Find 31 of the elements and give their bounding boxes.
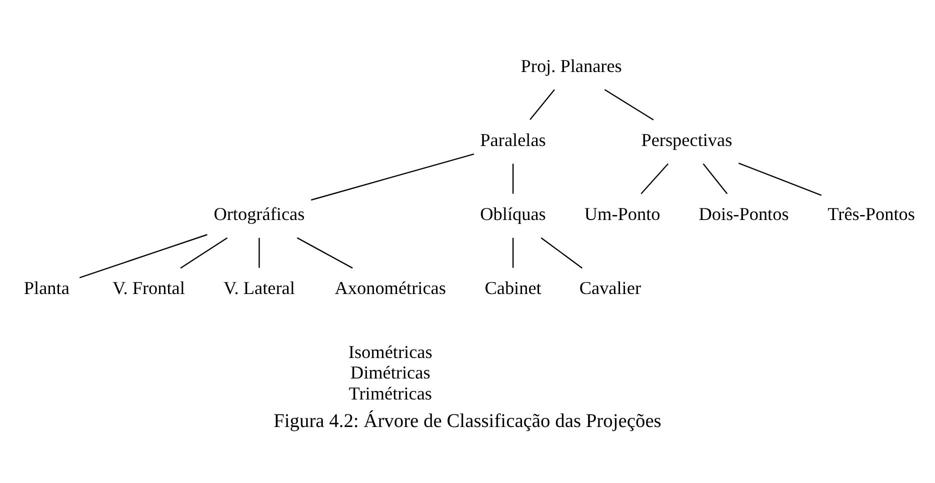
- connector: [512, 163, 514, 194]
- connector: [296, 236, 353, 268]
- node-text: V. Frontal: [112, 278, 185, 298]
- connector: [310, 152, 474, 200]
- node-text: Cabinet: [484, 278, 542, 298]
- node-text: Perspectivas: [641, 130, 732, 150]
- connector: [512, 237, 514, 268]
- label: Dimétricas: [350, 362, 430, 382]
- node-text: V. Lateral: [223, 278, 295, 298]
- node-text: Paralelas: [480, 130, 546, 150]
- connector: [180, 236, 228, 268]
- node-text: Cavalier: [579, 278, 642, 298]
- connector: [604, 88, 654, 120]
- connector: [702, 162, 728, 194]
- connector: [258, 237, 260, 268]
- label: Trimétricas: [348, 382, 432, 403]
- connector: [79, 234, 208, 278]
- node-text: Dois-Pontos: [698, 204, 789, 224]
- node-text: Um-Ponto: [584, 204, 660, 224]
- connector: [738, 162, 822, 196]
- node-text: Ortográficas: [214, 204, 305, 224]
- connector: [540, 236, 583, 268]
- node-text: Axonométricas: [334, 278, 446, 298]
- label: Isométricas: [348, 341, 432, 362]
- connector: [530, 88, 555, 120]
- node-text: Oblíquas: [480, 204, 546, 224]
- connector: [640, 162, 669, 194]
- node-text: Planta: [24, 278, 70, 298]
- node-text: Proj. Planares: [520, 55, 622, 76]
- node-text: Três-Pontos: [828, 204, 915, 224]
- caption: Figura 4.2: Árvore de Classificação das Projeções: [274, 410, 662, 432]
